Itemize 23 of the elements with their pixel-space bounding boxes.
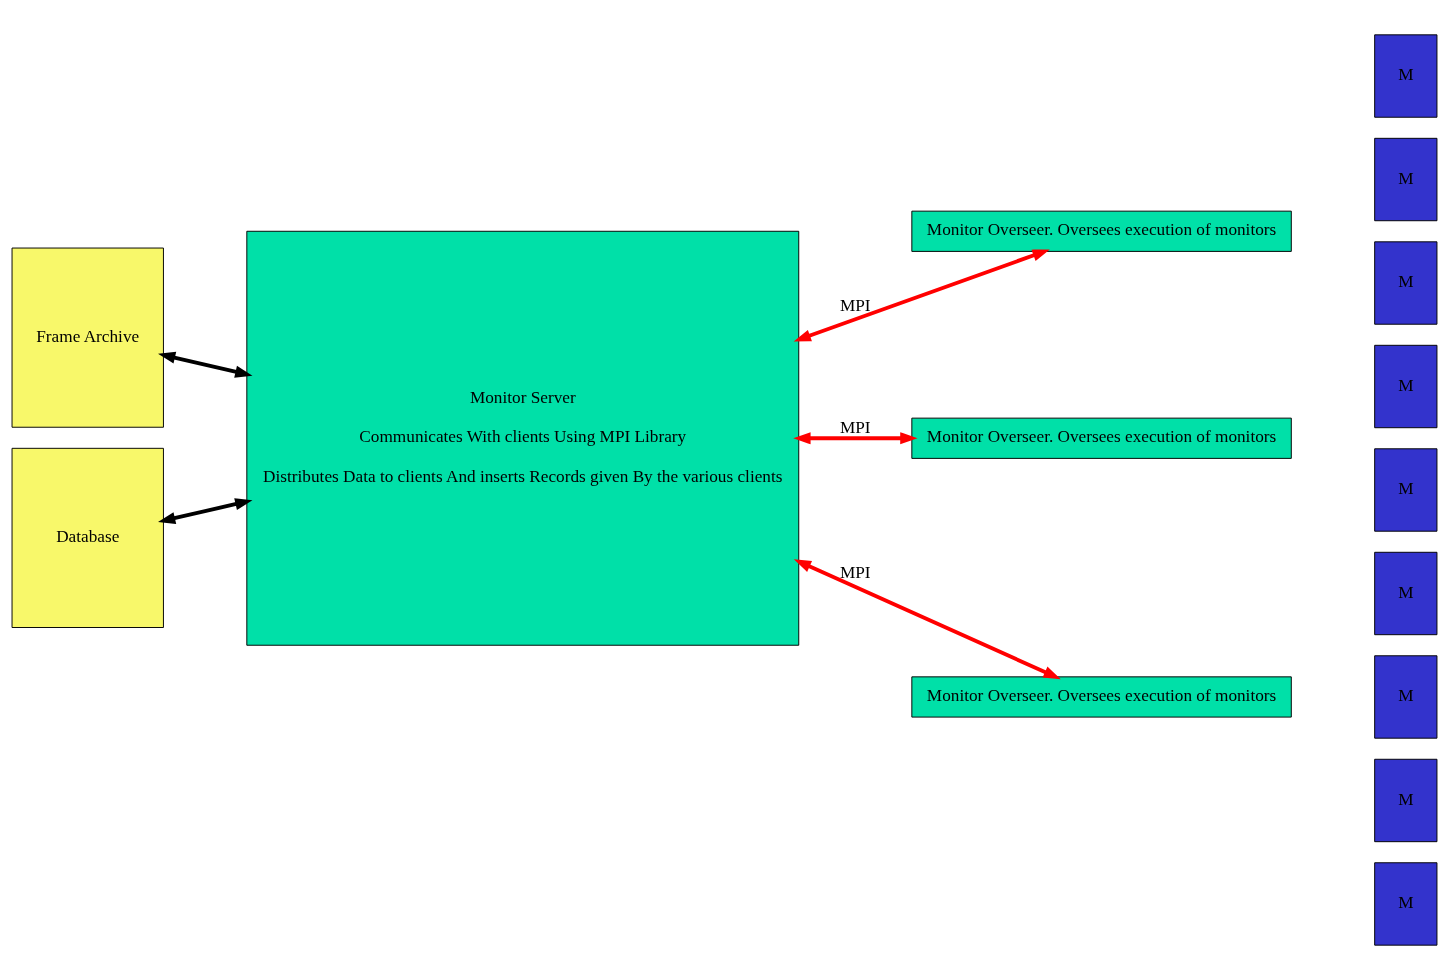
node-box: M xyxy=(1374,448,1438,532)
arrow xyxy=(158,351,253,378)
edge-label: MPI xyxy=(839,417,871,437)
node-box: Monitor Overseer. Oversees execution of monitors xyxy=(911,676,1292,718)
node-box: M xyxy=(1374,34,1438,118)
node-box: M xyxy=(1374,137,1438,222)
node-box: Monitor Overseer. Oversees execution of monitors xyxy=(911,210,1292,252)
node-box: Database xyxy=(11,447,164,628)
node-box: M xyxy=(1374,241,1438,325)
node-box: M xyxy=(1374,344,1438,429)
arrow xyxy=(793,432,918,445)
node-box: Frame Archive xyxy=(11,247,164,428)
node-box: M xyxy=(1374,862,1438,946)
node-box: M xyxy=(1374,758,1438,843)
edge-label: MPI xyxy=(839,562,871,582)
arrow xyxy=(793,559,1061,680)
arrow xyxy=(158,498,253,524)
node-box: Monitor Overseer. Oversees execution of monitors xyxy=(911,417,1292,459)
node-box: M xyxy=(1374,655,1438,739)
arrow xyxy=(793,249,1050,342)
edge-label: MPI xyxy=(839,296,871,316)
node-box: Monitor Server Communicates With clients Using MPI Library Distributes Data to clients And inserts Records given By the various clients xyxy=(246,230,800,646)
node-box: M xyxy=(1374,551,1438,636)
